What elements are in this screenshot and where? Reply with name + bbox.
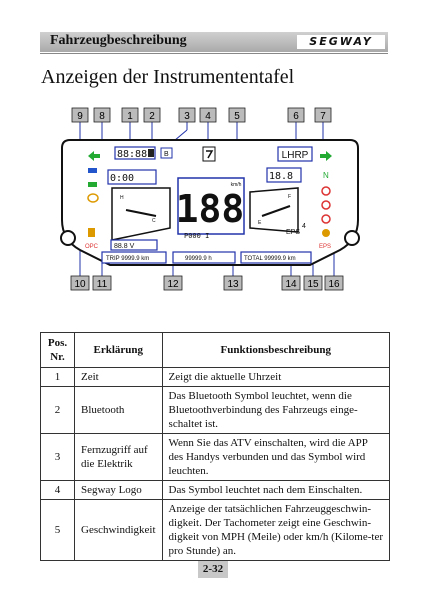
voltage-display: 88.8 V: [114, 243, 135, 250]
park-brake-icon: [321, 186, 331, 196]
svg-text:6: 6: [293, 111, 299, 122]
turn-right-icon: [320, 151, 332, 161]
row-desc: Anzeige der tatsächlichen Fahrzeuggeschw…: [161, 499, 391, 561]
row-desc: Das Bluetooth Symbol leuchtet, wenn die …: [161, 386, 391, 434]
gear-mode-display: LHRP: [282, 150, 309, 161]
col-header-funktion: Funktionsbeschreibung: [161, 332, 391, 368]
fuel-pump-icon: [88, 228, 95, 237]
svg-text:1: 1: [127, 111, 133, 122]
svg-text:12: 12: [167, 279, 179, 290]
table-row: 5 Geschwindigkeit Anzeige der tatsächlic…: [40, 499, 391, 561]
time-display: 88:88: [117, 149, 147, 160]
oil-icon: [321, 200, 331, 210]
remote-access-icon: [160, 147, 173, 159]
svg-text:E: E: [258, 220, 262, 226]
header-title: Fahrzeugbeschreibung: [50, 33, 187, 48]
low-beam-icon: [88, 182, 97, 187]
instrument-panel-diagram: 9 8 1 2 3 4 5 6 7 10 11 12 13 14 15 16: [60, 107, 360, 291]
mount-hole-right: [344, 230, 360, 246]
svg-text:7: 7: [320, 111, 326, 122]
svg-text:14: 14: [285, 279, 297, 290]
neutral-icon: N: [323, 171, 329, 180]
callouts-bottom: 10 11 12 13 14 15 16: [70, 275, 344, 291]
table-row: 2 Bluetooth Das Bluetooth Symbol leuchte…: [40, 386, 391, 434]
row-desc: Wenn Sie das ATV einschalten, wird die A…: [161, 433, 391, 481]
function-table: Pos. Nr. Erklärung Funktionsbeschreibung…: [40, 332, 391, 561]
hours-display: 99999.9 h: [185, 256, 212, 262]
svg-text:15: 15: [307, 279, 319, 290]
svg-text:13: 13: [227, 279, 239, 290]
turn-left-icon: [88, 151, 100, 161]
svg-text:16: 16: [328, 279, 340, 290]
bluetooth-icon: [148, 149, 154, 157]
coolant-icon: [322, 229, 330, 237]
opc-label: OPC: [85, 244, 99, 250]
row-name: Geschwindigkeit: [74, 499, 163, 561]
fuel-gauge: [249, 187, 299, 233]
svg-text:H: H: [120, 195, 124, 201]
svg-text:B: B: [164, 151, 169, 158]
row-pos: 1: [40, 367, 75, 387]
svg-text:C: C: [152, 218, 156, 224]
svg-text:10: 10: [74, 279, 86, 290]
header-rule: [40, 53, 388, 54]
col-header-erklarung: Erklärung: [74, 332, 163, 368]
trip-display: TRIP 9999.9 km: [106, 256, 149, 262]
section-title: Anzeigen der Instrumententafel: [41, 66, 295, 88]
row-pos: 3: [40, 433, 75, 481]
svg-text:2: 2: [149, 111, 155, 122]
four-wd-label: 4: [302, 223, 306, 230]
svg-text:8: 8: [99, 111, 105, 122]
table-row: 1 Zeit Zeigt die aktuelle Uhrzeit: [40, 367, 391, 387]
mount-hole-left: [60, 230, 76, 246]
segway-logo-icon: [202, 146, 216, 162]
row-name: Segway Logo: [74, 480, 163, 500]
svg-text:11: 11: [97, 279, 108, 290]
row-name: Fernzugriff auf die Elektrik: [74, 433, 163, 481]
page-header: Fahrzeugbeschreibung SEGWAY: [40, 32, 388, 52]
callouts-top: 9 8 1 2 3 4 5 6 7: [71, 107, 332, 123]
svg-text:9: 9: [77, 111, 83, 122]
row-desc: Zeigt die aktuelle Uhrzeit: [161, 367, 391, 387]
battery-icon: [321, 214, 331, 224]
page-number: 2-32: [198, 561, 228, 578]
eps-label: EPS: [286, 229, 300, 236]
row-pos: 4: [40, 480, 75, 500]
svg-text:4: 4: [205, 111, 211, 122]
total-display: TOTAL 99999.9 km: [244, 256, 296, 262]
speed-display: 188: [176, 187, 245, 231]
row-name: Zeit: [74, 367, 163, 387]
high-beam-icon: [88, 168, 97, 173]
svg-text:3: 3: [184, 111, 190, 122]
table-row: 4 Segway Logo Das Symbol leuchtet nach d…: [40, 480, 391, 500]
odometer-code: P000 I: [184, 232, 209, 240]
row-name: Bluetooth: [74, 386, 163, 434]
rpm-display: 0:00: [110, 173, 134, 184]
segway-logo: SEGWAY: [297, 35, 385, 49]
row-desc: Das Symbol leuchtet nach dem Einschalten…: [161, 480, 391, 500]
speed-unit: km/h: [231, 182, 242, 188]
row-pos: 5: [40, 499, 75, 561]
fan-label: EPS: [319, 244, 331, 250]
table-header-row: Pos. Nr. Erklärung Funktionsbeschreibung: [40, 332, 391, 368]
svg-text:5: 5: [234, 111, 240, 122]
table-row: 3 Fernzugriff auf die Elektrik Wenn Sie …: [40, 433, 391, 481]
fuel-readout: 18.8: [269, 171, 293, 182]
col-header-pos: Pos. Nr.: [40, 332, 75, 368]
engine-icon: [87, 193, 99, 203]
svg-text:F: F: [288, 194, 291, 200]
row-pos: 2: [40, 386, 75, 434]
